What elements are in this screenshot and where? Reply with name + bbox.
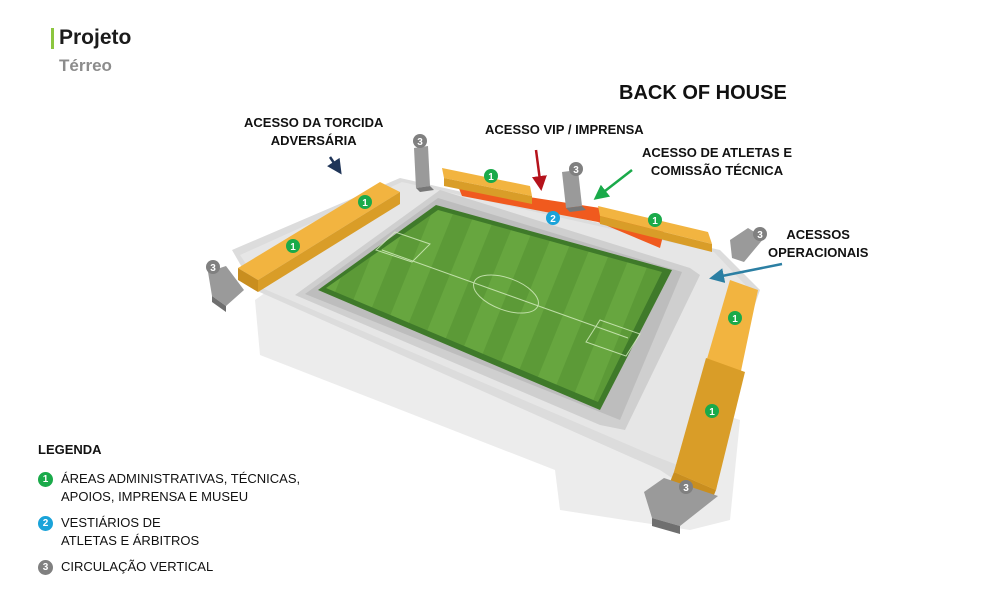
legend-item-line1: CIRCULAÇÃO VERTICAL xyxy=(61,559,214,574)
diagram-title: BACK OF HOUSE xyxy=(619,82,787,104)
marker-admin: 1 xyxy=(705,404,719,418)
admin-block-north-b-front xyxy=(600,216,712,252)
callout-operational-line2: OPERACIONAIS xyxy=(768,245,869,260)
legend-item-label: ÁREAS ADMINISTRATIVAS, TÉCNICAS, APOIOS,… xyxy=(61,470,300,506)
marker-admin: 1 xyxy=(484,169,498,183)
legend-number-badge: 3 xyxy=(38,560,53,575)
callout-operational: ACESSOS OPERACIONAIS xyxy=(768,226,868,262)
marker-admin: 1 xyxy=(286,239,300,253)
callout-athletes-line2: COMISSÃO TÉCNICA xyxy=(650,163,784,178)
circulation-tower-north xyxy=(562,170,586,212)
legend-item-line2: APOIOS, IMPRENSA E MUSEU xyxy=(61,489,249,504)
arrow-vip-press xyxy=(531,149,547,191)
svg-text:2: 2 xyxy=(550,214,556,225)
marker-vertical-circulation: 3 xyxy=(206,260,220,274)
legend-item-label: VESTIÁRIOS DE ATLETAS E ÁRBITROS xyxy=(61,514,199,550)
circulation-tower-south-east xyxy=(644,478,718,534)
page-subtitle: Térreo xyxy=(59,56,112,75)
svg-text:1: 1 xyxy=(709,407,715,418)
legend-title: LEGENDA xyxy=(38,442,102,457)
header-accent-bar xyxy=(51,28,54,49)
svg-text:3: 3 xyxy=(417,137,423,148)
svg-text:1: 1 xyxy=(290,242,296,253)
callout-athletes-line1: ACESSO DE ATLETAS E xyxy=(642,145,792,160)
marker-vertical-circulation: 3 xyxy=(753,227,767,241)
admin-block-north-a xyxy=(442,168,532,196)
page-title: Projeto xyxy=(59,26,132,49)
marker-admin: 1 xyxy=(648,213,662,227)
svg-text:3: 3 xyxy=(683,483,689,494)
legend-number-badge: 1 xyxy=(38,472,53,487)
marker-admin: 1 xyxy=(728,311,742,325)
svg-text:1: 1 xyxy=(362,198,368,209)
svg-text:1: 1 xyxy=(732,314,738,325)
svg-text:3: 3 xyxy=(757,230,763,241)
legend-item-line1: VESTIÁRIOS DE xyxy=(61,515,161,530)
legend-number-badge: 2 xyxy=(38,516,53,531)
svg-text:3: 3 xyxy=(573,165,579,176)
marker-changing-rooms: 2 xyxy=(546,211,560,225)
vip-press-strip xyxy=(458,186,664,248)
callout-away-fans-line2: ADVERSÁRIA xyxy=(270,133,357,148)
pitch-markings xyxy=(375,231,641,357)
admin-block-west xyxy=(238,182,400,280)
circulation-tower-north-west xyxy=(414,146,434,192)
marker-vertical-circulation: 3 xyxy=(569,162,583,176)
arrow-operational xyxy=(709,262,783,284)
legend-item-line2: ATLETAS E ÁRBITROS xyxy=(61,533,200,548)
callout-away-fans-line1: ACESSO DA TORCIDA xyxy=(244,115,384,130)
admin-block-east-lower xyxy=(674,358,745,490)
marker-vertical-circulation: 3 xyxy=(679,480,693,494)
admin-block-west-side xyxy=(238,268,258,292)
marker-admin: 1 xyxy=(358,195,372,209)
callout-away-fans: ACESSO DA TORCIDA ADVERSÁRIA xyxy=(244,114,383,150)
svg-text:3: 3 xyxy=(210,263,216,274)
arrow-athletes xyxy=(593,169,633,200)
legend-item-label: CIRCULAÇÃO VERTICAL xyxy=(61,558,213,576)
legend: LEGENDA 1 ÁREAS ADMINISTRATIVAS, TÉCNICA… xyxy=(38,442,300,575)
admin-block-west-front xyxy=(258,192,400,292)
callout-athletes: ACESSO DE ATLETAS E COMISSÃO TÉCNICA xyxy=(642,144,792,180)
legend-item-line1: ÁREAS ADMINISTRATIVAS, TÉCNICAS, xyxy=(61,471,301,486)
marker-vertical-circulation: 3 xyxy=(413,134,427,148)
callout-operational-line1: ACESSOS xyxy=(786,227,850,242)
svg-text:1: 1 xyxy=(652,216,658,227)
arrow-away-fans xyxy=(327,156,342,175)
admin-block-north-a-front xyxy=(444,178,532,204)
callout-vip-press-line1: ACESSO VIP / IMPRENSA xyxy=(485,122,644,137)
callout-vip-press: ACESSO VIP / IMPRENSA xyxy=(485,121,644,139)
circulation-tower-west xyxy=(208,266,244,312)
svg-text:1: 1 xyxy=(488,172,494,183)
